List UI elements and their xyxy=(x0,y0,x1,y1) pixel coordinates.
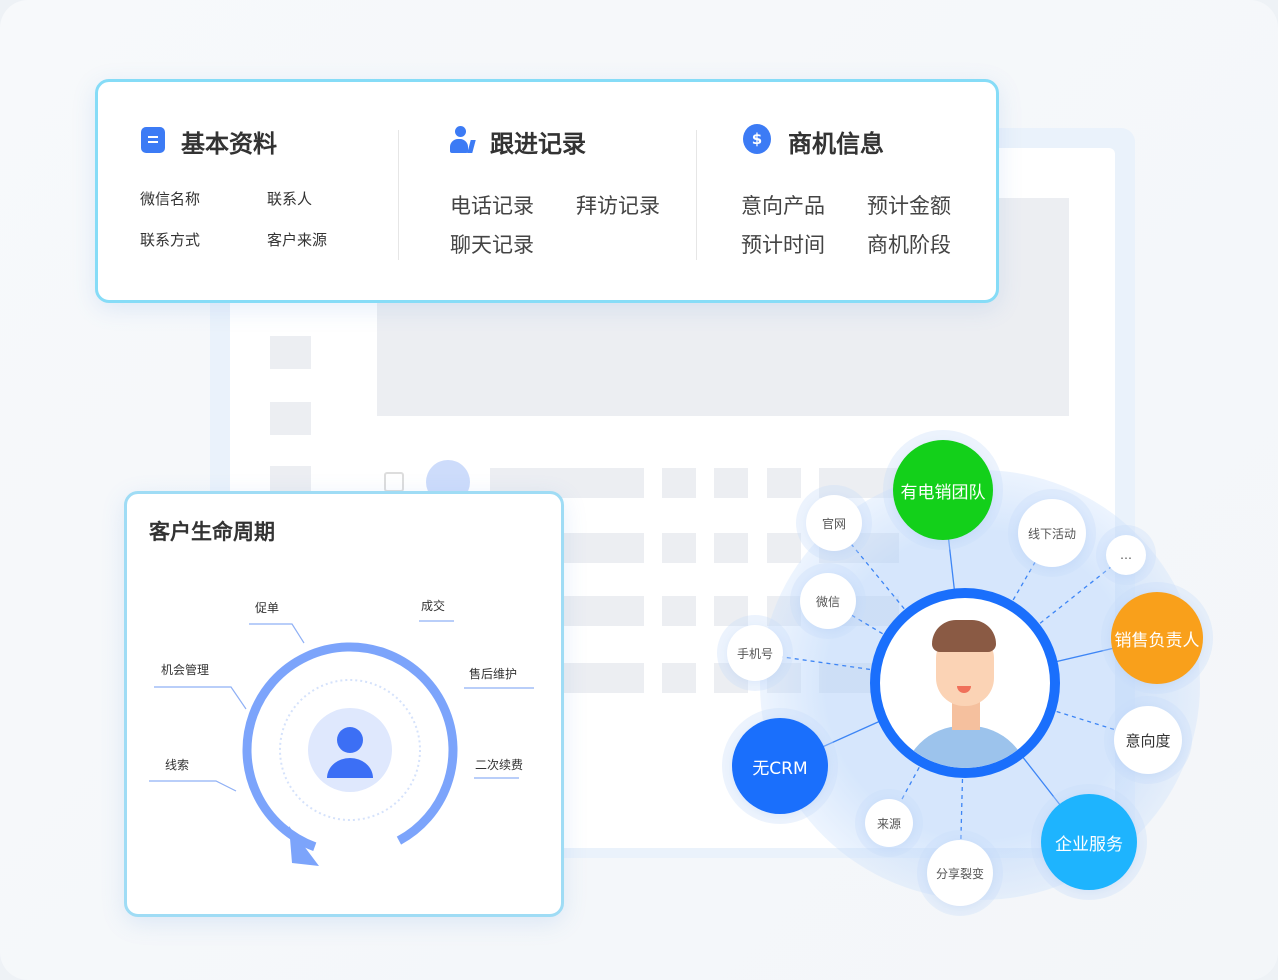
node-more: … xyxy=(1106,535,1146,575)
node-no-crm: 无CRM xyxy=(732,718,828,814)
node-source: 来源 xyxy=(865,799,913,847)
placeholder-cell xyxy=(662,596,696,626)
customer-profile-card: 基本资料 微信名称 联系人 联系方式 客户来源 跟进记录 电话记录 拜访记录 聊… xyxy=(95,79,999,303)
lifecycle-diagram xyxy=(149,620,534,866)
placeholder-cell xyxy=(714,596,748,626)
stage-after-sales: 售后维护 xyxy=(469,667,518,681)
divider xyxy=(696,130,697,260)
field-contact-method: 联系方式 xyxy=(140,231,201,249)
placeholder-cell xyxy=(662,533,696,563)
document-icon xyxy=(141,127,165,153)
field-customer-source: 客户来源 xyxy=(267,231,328,249)
lifecycle-title: 客户生命周期 xyxy=(149,520,275,544)
node-wechat: 微信 xyxy=(800,573,856,629)
field-visit-record: 拜访记录 xyxy=(576,194,660,218)
placeholder-block xyxy=(270,402,311,435)
customer-avatar xyxy=(870,588,1060,778)
field-contact: 联系人 xyxy=(267,190,313,208)
field-intended-product: 意向产品 xyxy=(741,194,825,218)
node-intent-level: 意向度 xyxy=(1114,706,1182,774)
placeholder-cell xyxy=(662,663,696,693)
lifecycle-card: 客户生命周期 促单 成交 机会管理 售后维护 线索 二次续费 xyxy=(124,491,564,917)
field-call-record: 电话记录 xyxy=(450,194,534,218)
placeholder-cell xyxy=(662,468,696,498)
stage-lead: 线索 xyxy=(165,758,190,772)
node-website: 官网 xyxy=(806,495,862,551)
section-title-opportunity: 商机信息 xyxy=(788,130,884,158)
node-share-referral: 分享裂变 xyxy=(927,840,993,906)
section-title-follow-up: 跟进记录 xyxy=(490,130,586,158)
section-title-basic-info: 基本资料 xyxy=(181,130,277,158)
node-offline-events: 线下活动 xyxy=(1018,499,1086,567)
field-expected-amount: 预计金额 xyxy=(867,194,951,218)
stage-renewal: 二次续费 xyxy=(475,758,524,772)
node-phone-sales-team: 有电销团队 xyxy=(893,440,993,540)
placeholder-cell xyxy=(767,468,801,498)
node-enterprise-service: 企业服务 xyxy=(1041,794,1137,890)
node-sales-owner: 销售负责人 xyxy=(1111,592,1203,684)
dollar-bulb-icon: $ xyxy=(743,124,771,154)
field-expected-time: 预计时间 xyxy=(741,233,825,257)
placeholder-cell xyxy=(714,533,748,563)
stage-opportunity-mgmt: 机会管理 xyxy=(161,663,210,677)
placeholder-cell xyxy=(714,468,748,498)
field-chat-record: 聊天记录 xyxy=(450,233,534,257)
node-phone-number: 手机号 xyxy=(727,625,783,681)
divider xyxy=(398,130,399,260)
placeholder-block xyxy=(270,336,311,369)
stage-closing-push: 促单 xyxy=(255,601,280,615)
stage-deal: 成交 xyxy=(421,599,446,613)
field-wechat-name: 微信名称 xyxy=(140,190,201,208)
placeholder-cell xyxy=(767,533,801,563)
field-opportunity-stage: 商机阶段 xyxy=(867,233,951,257)
user-edit-icon xyxy=(449,126,477,154)
placeholder-block xyxy=(270,466,311,491)
